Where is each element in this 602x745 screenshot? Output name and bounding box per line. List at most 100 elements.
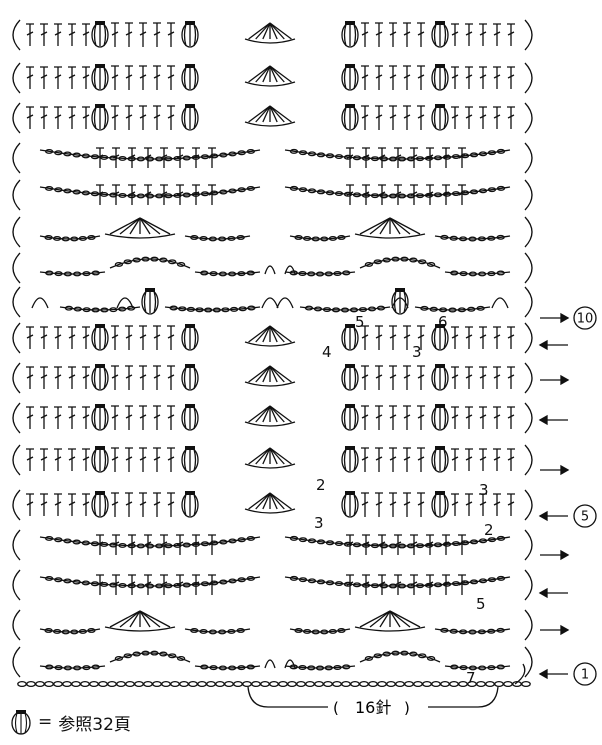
chain-stitch [378, 682, 386, 687]
bobble-stitch [182, 404, 198, 430]
stitch-count-label: 3 [412, 343, 422, 361]
bobble-stitch [92, 104, 108, 130]
stitch-count-label: 3 [314, 514, 324, 532]
stitch-row [13, 363, 532, 393]
stitch-row [13, 323, 532, 353]
bobble-stitch-icon [10, 709, 32, 735]
stitch-row [13, 253, 532, 283]
svg-text:5: 5 [581, 510, 589, 525]
chain-stitch [342, 682, 350, 687]
chain-stitch [360, 682, 368, 687]
chain-stitch [306, 682, 314, 687]
stitch-row [13, 403, 532, 433]
chain-stitch [126, 682, 134, 687]
row-marker-10: 10 [574, 307, 596, 329]
bobble-stitch [182, 64, 198, 90]
stitch-row [13, 217, 532, 247]
svg-text:1: 1 [581, 668, 589, 683]
chain-stitch [171, 682, 179, 687]
chain-stitch [234, 682, 242, 687]
row-direction-arrow [540, 416, 568, 424]
stitch-row [13, 647, 532, 677]
bobble-stitch [432, 104, 448, 130]
chain-stitch [36, 682, 44, 687]
chain-stitch [252, 682, 260, 687]
legend-equals: = [38, 712, 52, 732]
chain-stitch [18, 682, 26, 687]
row-direction-arrow [540, 314, 568, 322]
row-direction-arrow [540, 626, 568, 634]
bobble-stitch [392, 288, 408, 314]
chain-stitch [81, 682, 89, 687]
stitch-row [13, 287, 532, 317]
chain-stitch [153, 682, 161, 687]
row-direction-arrow [540, 466, 568, 474]
stitch-row [13, 445, 532, 475]
bobble-stitch [182, 21, 198, 47]
stitch-count-label: 3 [479, 481, 489, 499]
chain-stitch [45, 682, 53, 687]
stitch-row [13, 570, 532, 600]
chain-stitch [414, 682, 422, 687]
bobble-stitch [342, 446, 358, 472]
chain-stitch [117, 682, 125, 687]
chain-stitch [144, 682, 152, 687]
stitch-rows [13, 20, 532, 677]
chain-stitch [486, 682, 494, 687]
stitch-row [13, 610, 532, 640]
bobble-stitch [432, 404, 448, 430]
chain-stitch [504, 682, 512, 687]
chain-stitch [432, 682, 440, 687]
chain-stitch [270, 682, 278, 687]
repeat-paren-close: ) [404, 699, 410, 717]
chain-stitch [90, 682, 98, 687]
chain-stitch [216, 682, 224, 687]
bobble-stitch [182, 491, 198, 517]
bobble-stitch [342, 104, 358, 130]
row-direction-arrow [540, 376, 568, 384]
chain-stitch [522, 682, 530, 687]
bobble-stitch [92, 404, 108, 430]
bobble-stitch [92, 491, 108, 517]
row-direction-arrow [540, 589, 568, 597]
bobble-stitch [182, 364, 198, 390]
chain-stitch [333, 682, 341, 687]
legend-text: 参照32頁 [58, 710, 131, 735]
chain-stitch [63, 682, 71, 687]
stitch-row [13, 490, 532, 520]
stitch-row [13, 530, 532, 560]
chain-stitch [450, 682, 458, 687]
bobble-stitch [92, 364, 108, 390]
stitch-row [13, 20, 532, 50]
stitch-count-label: 6 [438, 313, 448, 331]
row-direction-arrow [540, 512, 568, 520]
bobble-stitch [432, 491, 448, 517]
repeat-label: 16針 [355, 698, 391, 717]
bobble-stitch [432, 64, 448, 90]
chain-stitch [27, 682, 35, 687]
chain-stitch [297, 682, 305, 687]
bobble-stitch [342, 64, 358, 90]
chain-stitch [405, 682, 413, 687]
row-direction-arrow [540, 341, 568, 349]
chain-stitch [288, 682, 296, 687]
bobble-stitch [92, 324, 108, 350]
stitch-count-label: 2 [316, 476, 326, 494]
chain-stitch [369, 682, 377, 687]
stitch-count-label: 4 [322, 343, 332, 361]
bobble-stitch [432, 21, 448, 47]
chain-stitch [261, 682, 269, 687]
bobble-stitch [92, 64, 108, 90]
bobble-stitch [432, 446, 448, 472]
bobble-stitch [92, 446, 108, 472]
chain-stitch [387, 682, 395, 687]
chain-stitch [189, 682, 197, 687]
chain-stitch [72, 682, 80, 687]
chain-stitch [243, 682, 251, 687]
bobble-stitch [182, 446, 198, 472]
chain-stitch [495, 682, 503, 687]
chain-stitch [162, 682, 170, 687]
chain-stitch [135, 682, 143, 687]
chain-stitch [315, 682, 323, 687]
